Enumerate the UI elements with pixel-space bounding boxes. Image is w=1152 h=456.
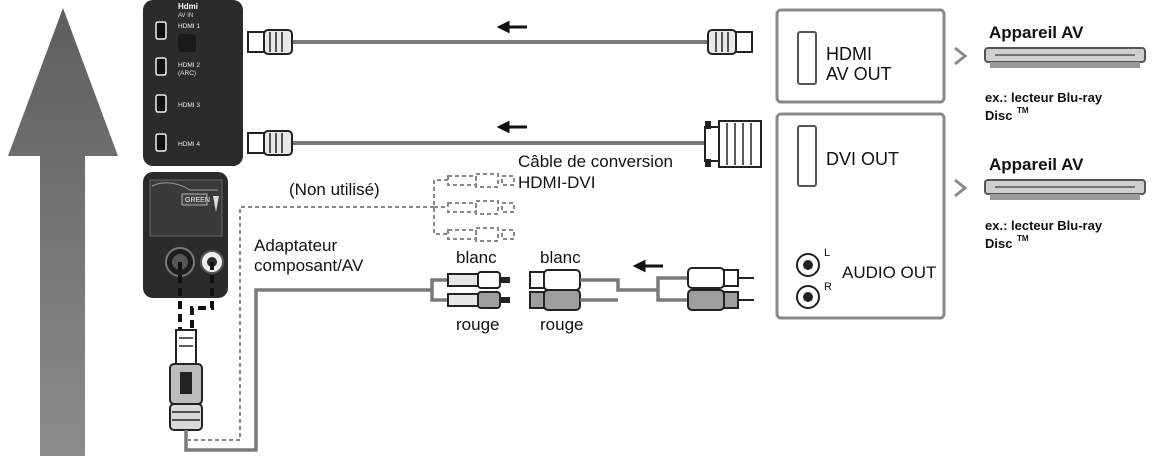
adapter-label-line1: Adaptateur xyxy=(254,236,338,255)
bluray-player-icon xyxy=(984,47,1146,68)
av-adapter-plug xyxy=(169,262,432,452)
conversion-cable-label-line1: Câble de conversion xyxy=(518,152,673,171)
hdmi3-label: HDMI 3 xyxy=(178,102,200,109)
direction-arrow-icon xyxy=(496,20,527,34)
hdmi-dvi-cable xyxy=(247,120,762,168)
hdmi1-label: HDMI 1 xyxy=(178,23,200,30)
bluray-player-icon xyxy=(984,179,1146,200)
white-label-right: blanc xyxy=(540,248,581,267)
dvi-out-label: DVI OUT xyxy=(826,149,899,169)
audio-r-label: R xyxy=(824,281,832,293)
hdmi4-label: HDMI 4 xyxy=(178,141,200,148)
device-top-example-line1: ex.: lecteur Blu-ray xyxy=(985,90,1103,105)
red-label-left: rouge xyxy=(456,315,499,334)
hdmi-logo: Hdmi xyxy=(178,2,198,11)
av-in-label: AV IN xyxy=(178,13,193,19)
hdmi1-port xyxy=(155,21,167,40)
device-top-tm: TM xyxy=(1017,106,1029,115)
tv-hdmi-panel: Hdmi AV IN HDMI 1 HDMI 2 (ARC) HDMI 3 HD… xyxy=(143,0,243,166)
green-label: GREEN xyxy=(185,197,210,204)
direction-arrow-icon xyxy=(632,259,663,273)
direction-arrow-icon xyxy=(496,120,527,134)
hdmi-out-label-line1: HDMI xyxy=(826,44,872,64)
up-arrow-icon xyxy=(8,8,118,456)
device-top-back-panel xyxy=(775,8,968,104)
device-top-title: Appareil AV xyxy=(989,23,1084,42)
tv-av-panel: GREEN xyxy=(143,172,228,298)
hdmi4-port xyxy=(155,133,167,152)
adapter-rca-ends xyxy=(430,271,510,309)
hdmi2-label: HDMI 2 xyxy=(178,62,200,69)
conversion-cable-label-line2: HDMI-DVI xyxy=(518,173,595,192)
device-bottom-example-line2: Disc xyxy=(985,236,1012,251)
audio-out-label: AUDIO OUT xyxy=(842,263,936,282)
device-bottom-back-panel xyxy=(775,112,968,320)
hdmi3-port xyxy=(155,94,167,113)
rca-audio-cable xyxy=(529,259,754,311)
not-used-label: (Non utilisé) xyxy=(289,180,380,199)
hdmi2-arc-label: (ARC) xyxy=(178,70,196,77)
device-bottom-example-line1: ex.: lecteur Blu-ray xyxy=(985,218,1103,233)
red-label-right: rouge xyxy=(540,315,583,334)
hdmi-out-label-line2: AV OUT xyxy=(826,64,892,84)
hdmi2-port xyxy=(155,57,167,76)
white-label-left: blanc xyxy=(456,248,497,267)
device-bottom-tm: TM xyxy=(1017,234,1029,243)
unused-adapter-connectors xyxy=(188,173,515,441)
device-bottom-title: Appareil AV xyxy=(989,155,1084,174)
adapter-label-line2: composant/AV xyxy=(254,256,364,275)
hdmi-cable-top xyxy=(247,20,753,55)
audio-l-label: L xyxy=(824,247,830,259)
device-top-example-line2: Disc xyxy=(985,108,1012,123)
